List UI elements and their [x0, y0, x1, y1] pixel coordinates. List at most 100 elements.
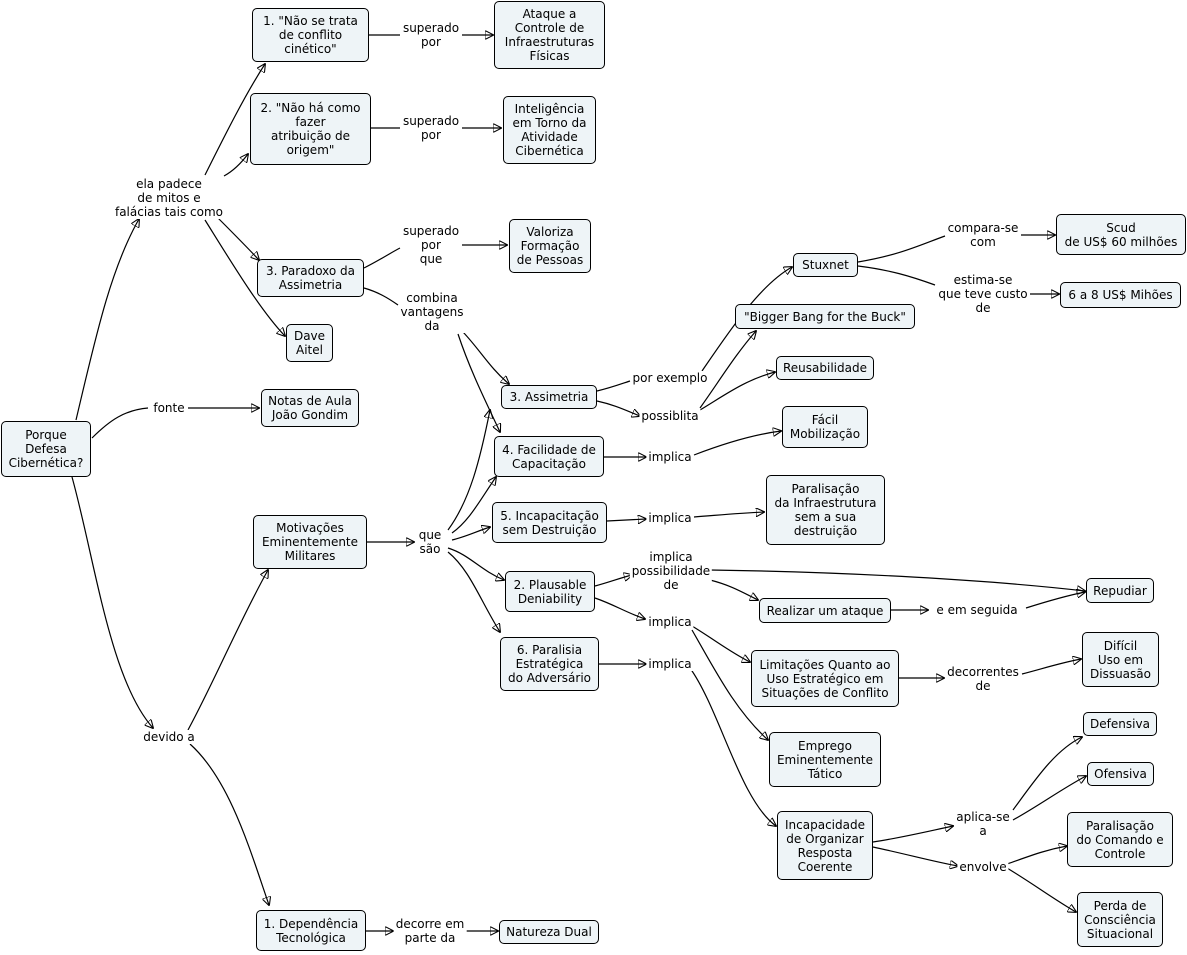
node-facil[interactable]: Fácil Mobilização — [782, 406, 868, 448]
edge-implica3-limit — [691, 625, 750, 662]
node-plausable[interactable]: 2. Plausable Deniability — [505, 571, 595, 612]
edge-quesao-incap — [451, 527, 490, 541]
edge-aplica-defensiva — [1012, 737, 1082, 811]
node-paralcomando[interactable]: Paralisação do Comando e Controle — [1067, 812, 1173, 867]
node-ataque[interactable]: Ataque a Controle de Infraestruturas Fís… — [494, 1, 605, 69]
edge-combina-assimetria — [462, 331, 509, 384]
link-superado2: superado por — [400, 114, 462, 142]
edge-eemseguida-repudiar — [1025, 592, 1085, 609]
link-implica1: implica — [646, 450, 694, 464]
link-superado1: superado por — [400, 21, 462, 49]
link-decorrentes: decorrentes de — [945, 665, 1021, 693]
edge-root-padece — [75, 219, 139, 421]
node-natureza[interactable]: Natureza Dual — [499, 920, 599, 944]
link-implica3: implica — [646, 615, 694, 629]
node-incapacitacao[interactable]: 5. Incapacitação sem Destruição — [492, 502, 607, 543]
edge-incapac-envolve — [872, 846, 958, 866]
edge-root-devido — [71, 476, 153, 728]
node-bigger[interactable]: "Bigger Bang for the Buck" — [735, 304, 915, 329]
node-intel[interactable]: Inteligência em Torno da Atividade Ciber… — [503, 96, 596, 164]
link-eemseguida: e em seguida — [934, 603, 1020, 617]
edge-possib-bigger — [699, 331, 756, 409]
edge-root-fonte — [91, 407, 149, 439]
node-paralinfra[interactable]: Paralisação da Infraestrutura sem a sua … — [766, 475, 885, 545]
link-combina: combina vantagens da — [398, 291, 466, 333]
edge-implica4-incapac — [689, 667, 776, 826]
edge-envolve-paralc — [1006, 846, 1067, 865]
node-ofensiva[interactable]: Ofensiva — [1087, 762, 1154, 786]
node-valoriza[interactable]: Valoriza Formação de Pessoas — [509, 219, 591, 273]
link-implica4: implica — [646, 657, 694, 671]
node-limitacoes[interactable]: Limitações Quanto ao Uso Estratégico em … — [751, 650, 899, 707]
edge-stuxnet-compara — [857, 235, 946, 263]
edge-decorrentes-dificil — [1021, 659, 1081, 675]
edge-plaus-implica3 — [594, 597, 645, 619]
edge-devido-motiv — [187, 570, 268, 731]
node-custo[interactable]: 6 a 8 US$ Mihões — [1060, 282, 1181, 308]
link-aplicase: aplica-se a — [954, 810, 1012, 838]
edge-implicaposs-realizar — [709, 579, 758, 600]
node-paradoxo[interactable]: 3. Paradoxo da Assimetria — [257, 259, 364, 297]
node-mito1[interactable]: 1. "Não se trata de conflito cinético" — [252, 8, 369, 62]
node-perda[interactable]: Perda de Consciência Situacional — [1077, 892, 1163, 947]
link-implica2: implica — [646, 511, 694, 525]
edge-combina-facilidade — [457, 333, 500, 432]
edge-envolve-perda — [1006, 867, 1076, 912]
node-incapacidade[interactable]: Incapacidade de Organizar Resposta Coere… — [777, 811, 873, 880]
edge-paradoxo-sup3 — [363, 247, 401, 269]
edge-quesao-assimetria — [447, 410, 490, 531]
node-stuxnet[interactable]: Stuxnet — [793, 253, 858, 277]
edge-padece-dave — [204, 219, 285, 336]
edge-assimetria-possib — [596, 400, 640, 416]
node-emprego[interactable]: Emprego Eminentemente Tático — [769, 732, 881, 787]
node-dave[interactable]: Dave Aitel — [286, 324, 333, 362]
node-dependencia[interactable]: 1. Dependência Tecnológica — [256, 910, 366, 951]
edge-padece-paradoxo — [213, 213, 259, 260]
link-devido: devido a — [141, 730, 197, 744]
edge-implicaposs-repudiar — [709, 569, 1085, 591]
link-envolve: envolve — [957, 860, 1009, 874]
node-dificil[interactable]: Difícil Uso em Dissuasão — [1082, 632, 1159, 687]
node-realizar[interactable]: Realizar um ataque — [759, 598, 891, 623]
node-repudiar[interactable]: Repudiar — [1086, 578, 1154, 603]
edge-assimetria-porex — [596, 380, 631, 392]
edge-implica3-emprego — [691, 629, 768, 740]
link-comparase: compara-se com — [945, 221, 1021, 249]
node-paralisia[interactable]: 6. Paralisia Estratégica do Adversário — [500, 637, 599, 691]
edge-incap-implica — [606, 519, 646, 521]
link-estimase: estima-se que teve custo de — [936, 273, 1030, 315]
edge-incapac-aplica — [872, 826, 953, 843]
link-padece: ela padece de mitos e falácias tais como — [112, 177, 226, 219]
link-superado3: superado por que — [400, 224, 462, 266]
edge-implica-facil — [693, 431, 781, 456]
edge-quesao-plaus — [447, 547, 504, 580]
node-mito2[interactable]: 2. "Não há como fazer atribuição de orig… — [250, 93, 371, 165]
node-motivacoes[interactable]: Motivações Eminentemente Militares — [253, 515, 367, 569]
link-possiblita: possiblita — [639, 409, 701, 423]
node-root[interactable]: Porque Defesa Cibernética? — [1, 421, 91, 477]
link-fonte: fonte — [151, 401, 187, 415]
link-porexemplo: por exemplo — [630, 371, 710, 385]
link-quesao: que são — [416, 528, 444, 556]
link-implicaposs: implica possibilidade de — [629, 550, 713, 592]
node-scud[interactable]: Scud de US$ 60 milhões — [1056, 214, 1186, 255]
edge-paradoxo-combina — [363, 287, 399, 306]
node-defensiva[interactable]: Defensiva — [1083, 712, 1157, 736]
node-assimetria[interactable]: 3. Assimetria — [501, 385, 597, 409]
node-notas[interactable]: Notas de Aula João Gondim — [261, 389, 359, 427]
edge-quesao-facilidade — [451, 477, 496, 534]
link-decorre: decorre em parte da — [393, 917, 467, 945]
edge-possib-reusab — [699, 372, 775, 411]
edge-implica-paralinfra — [693, 512, 764, 518]
edge-padece-mito1 — [204, 64, 265, 176]
node-reusab[interactable]: Reusabilidade — [776, 356, 874, 380]
edge-aplica-ofensiva — [1012, 776, 1086, 821]
edge-quesao-paral — [447, 551, 500, 632]
edge-plaus-implicaposs — [594, 575, 632, 587]
edge-padece-mito2 — [223, 154, 248, 177]
node-facilidade[interactable]: 4. Facilidade de Capacitação — [494, 436, 604, 477]
edge-stuxnet-estima — [857, 265, 936, 286]
edge-devido-depend — [189, 743, 269, 905]
